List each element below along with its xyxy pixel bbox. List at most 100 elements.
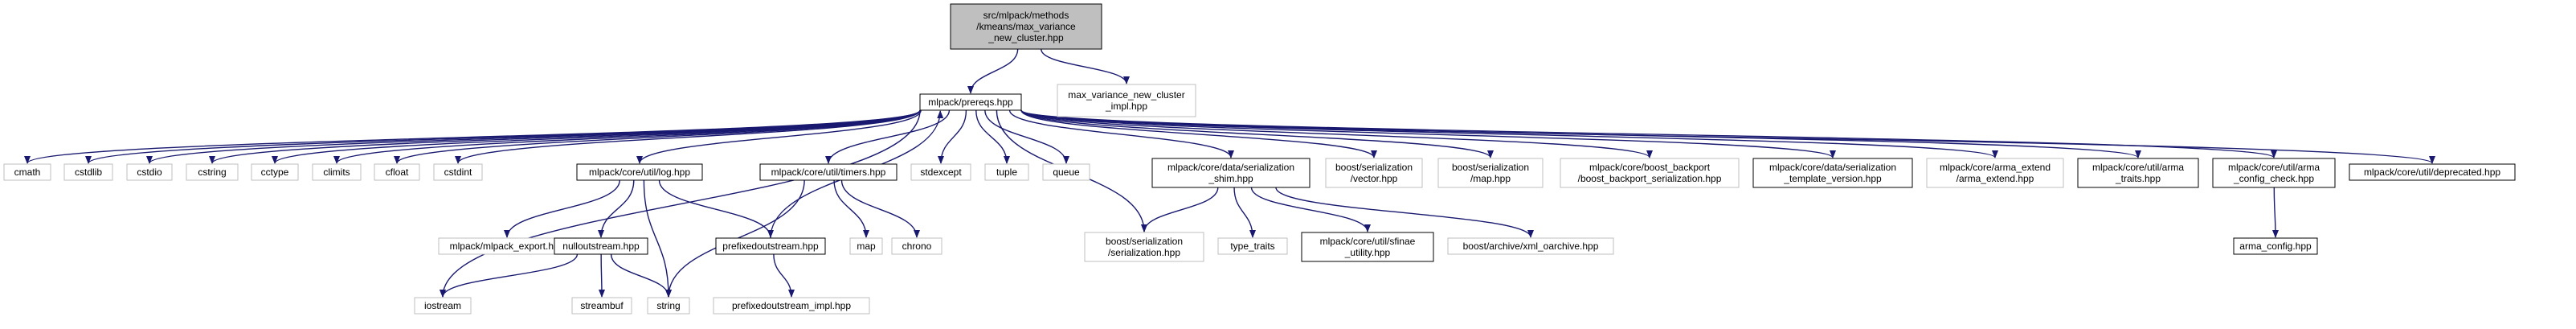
edge-timers-to-map (833, 179, 869, 238)
node-timers-label-line-0: mlpack/core/util/timers.hpp (771, 167, 886, 178)
node-sfinae-label-line-0: mlpack/core/util/sfinae (1320, 236, 1416, 247)
node-cctype-box (251, 163, 299, 181)
node-cstdio-box (126, 163, 173, 181)
node-type_traits-box (1217, 237, 1288, 255)
node-cstdint-label-line-0: cstdint (444, 167, 472, 178)
node-stdexcept-box (910, 163, 971, 181)
node-impl: max_variance_new_cluster_impl.hpp (1057, 84, 1196, 117)
node-impl-box (1057, 84, 1196, 117)
edge-prereqs-to-deprecated (1020, 109, 2435, 164)
node-arma_config_check[interactable]: mlpack/core/util/arma_config_check.hpp (2212, 158, 2336, 188)
node-streambuf-box (571, 297, 632, 315)
node-prefixed_impl-label-line-0: prefixedoutstream_impl.hpp (732, 300, 851, 311)
node-streambuf: streambuf (571, 297, 632, 315)
node-stdexcept: stdexcept (910, 163, 971, 181)
edge-prereqs-to-iostream (440, 109, 921, 298)
node-xml_oarchive: boost/archive/xml_oarchive.hpp (1447, 237, 1614, 255)
node-cstdio-label-line-0: cstdio (137, 167, 162, 178)
node-prereqs[interactable]: mlpack/prereqs.hpp (919, 93, 1022, 111)
node-cfloat: cfloat (374, 163, 420, 181)
node-boost_vector-box (1325, 158, 1423, 188)
edge-arma_config_check-to-arma_config (2271, 187, 2279, 238)
nodes-layer: src/mlpack/methods/kmeans/max_variance_n… (3, 3, 2516, 315)
node-cctype: cctype (251, 163, 299, 181)
node-root: src/mlpack/methods/kmeans/max_variance_n… (950, 3, 1102, 50)
node-arma_traits-label-line-0: mlpack/core/util/arma (2092, 162, 2184, 173)
node-chrono: chrono (891, 237, 942, 255)
node-cstring-box (186, 163, 239, 181)
node-backport-label-line-1: /boost_backport_serialization.hpp (1578, 173, 1722, 184)
node-impl-label-line-1: _impl.hpp (1105, 101, 1147, 112)
node-cmath-box (3, 163, 51, 181)
node-arma_config_check-label-line-1: _config_check.hpp (2233, 173, 2314, 184)
node-arma_config[interactable]: arma_config.hpp (2233, 237, 2318, 255)
node-boost_map-label-line-1: /map.hpp (1470, 173, 1511, 184)
node-prefixed_impl-box (713, 297, 870, 315)
node-root-label-line-1: /kmeans/max_variance (976, 21, 1076, 32)
node-climits-box (312, 163, 362, 181)
edge-prereqs-to-cstdlib (85, 109, 921, 164)
node-backport-label-line-0: mlpack/core/boost_backport (1589, 162, 1711, 173)
node-boost_serialization: boost/serialization/serialization.hpp (1084, 232, 1204, 262)
node-arma_extend: mlpack/core/arma_extend/arma_extend.hpp (1926, 158, 2064, 188)
edge-prereqs-to-cctype (272, 109, 921, 164)
node-streambuf-label-line-0: streambuf (580, 300, 624, 311)
node-cstdlib: cstdlib (63, 163, 113, 181)
node-log-label-line-0: mlpack/core/util/log.hpp (589, 167, 690, 178)
node-arma_extend-label-line-1: /arma_extend.hpp (1957, 173, 2034, 184)
node-template_version-box (1752, 158, 1913, 188)
node-root-box (950, 3, 1102, 50)
node-cstring: cstring (186, 163, 239, 181)
edge-nulloutstream-to-streambuf (598, 253, 605, 298)
node-tuple-box (984, 163, 1029, 181)
edge-prereqs-to-cstring (209, 109, 921, 164)
node-prefixed_impl: prefixedoutstream_impl.hpp (713, 297, 870, 315)
node-string: string (647, 297, 690, 315)
node-boost_serialization-label-line-0: boost/serialization (1106, 236, 1183, 247)
edge-prefixedoutstream-to-prefixed_impl (773, 253, 795, 298)
node-mlpack_export-label-line-0: mlpack/mlpack_export.hpp (450, 241, 565, 252)
node-boost_map-label-line-0: boost/serialization (1452, 162, 1529, 173)
node-cctype-label-line-0: cctype (261, 167, 289, 178)
node-queue: queue (1042, 163, 1090, 181)
node-backport-box (1560, 158, 1740, 188)
node-map-box (849, 237, 883, 255)
node-timers[interactable]: mlpack/core/util/timers.hpp (759, 163, 898, 181)
edge-prereqs-to-serial_shim (1008, 109, 1234, 158)
edge-serial_shim-to-xml_oarchive (1275, 187, 1534, 238)
edge-prereqs-to-stdexcept (938, 109, 967, 164)
edge-serial_shim-to-sfinae (1250, 187, 1371, 232)
node-cstdlib-label-line-0: cstdlib (75, 167, 102, 178)
edge-prereqs-to-cfloat (394, 109, 921, 164)
node-log[interactable]: mlpack/core/util/log.hpp (576, 163, 703, 181)
node-type_traits: type_traits (1217, 237, 1288, 255)
node-iostream-label-line-0: iostream (424, 300, 461, 311)
node-cfloat-label-line-0: cfloat (386, 167, 409, 178)
node-template_version[interactable]: mlpack/core/data/serialization_template_… (1752, 158, 1913, 188)
node-boost_vector-label-line-0: boost/serialization (1335, 162, 1413, 173)
node-deprecated[interactable]: mlpack/core/util/deprecated.hpp (2349, 163, 2516, 181)
node-sfinae-label-line-1: _utility.hpp (1344, 247, 1391, 258)
node-arma_config-label-line-0: arma_config.hpp (2239, 241, 2312, 252)
edge-prereqs-to-timers (825, 109, 951, 164)
node-string-box (647, 297, 690, 315)
edge-timers-to-chrono (840, 179, 920, 238)
node-cstdint-box (433, 163, 483, 181)
edge-prereqs-to-log (636, 109, 922, 164)
node-boost_serialization-label-line-1: /serialization.hpp (1108, 247, 1180, 258)
node-serial_shim-label-line-1: _shim.hpp (1208, 173, 1253, 184)
node-template_version-label-line-1: _template_version.hpp (1783, 173, 1882, 184)
node-arma_config_check-box (2212, 158, 2336, 188)
node-cstdio: cstdio (126, 163, 173, 181)
node-queue-label-line-0: queue (1053, 167, 1080, 178)
node-prefixedoutstream[interactable]: prefixedoutstream.hpp (715, 237, 826, 255)
node-chrono-box (891, 237, 942, 255)
edge-prereqs-to-queue (984, 109, 1069, 164)
node-nulloutstream[interactable]: nulloutstream.hpp (554, 237, 648, 255)
node-arma_traits[interactable]: mlpack/core/util/arma_traits.hpp (2077, 158, 2199, 188)
node-serial_shim[interactable]: mlpack/core/data/serialization_shim.hpp (1151, 158, 1310, 188)
node-cstring-label-line-0: cstring (198, 167, 226, 178)
node-template_version-label-line-0: mlpack/core/data/serialization (1769, 162, 1896, 173)
node-sfinae[interactable]: mlpack/core/util/sfinae_utility.hpp (1301, 232, 1434, 262)
